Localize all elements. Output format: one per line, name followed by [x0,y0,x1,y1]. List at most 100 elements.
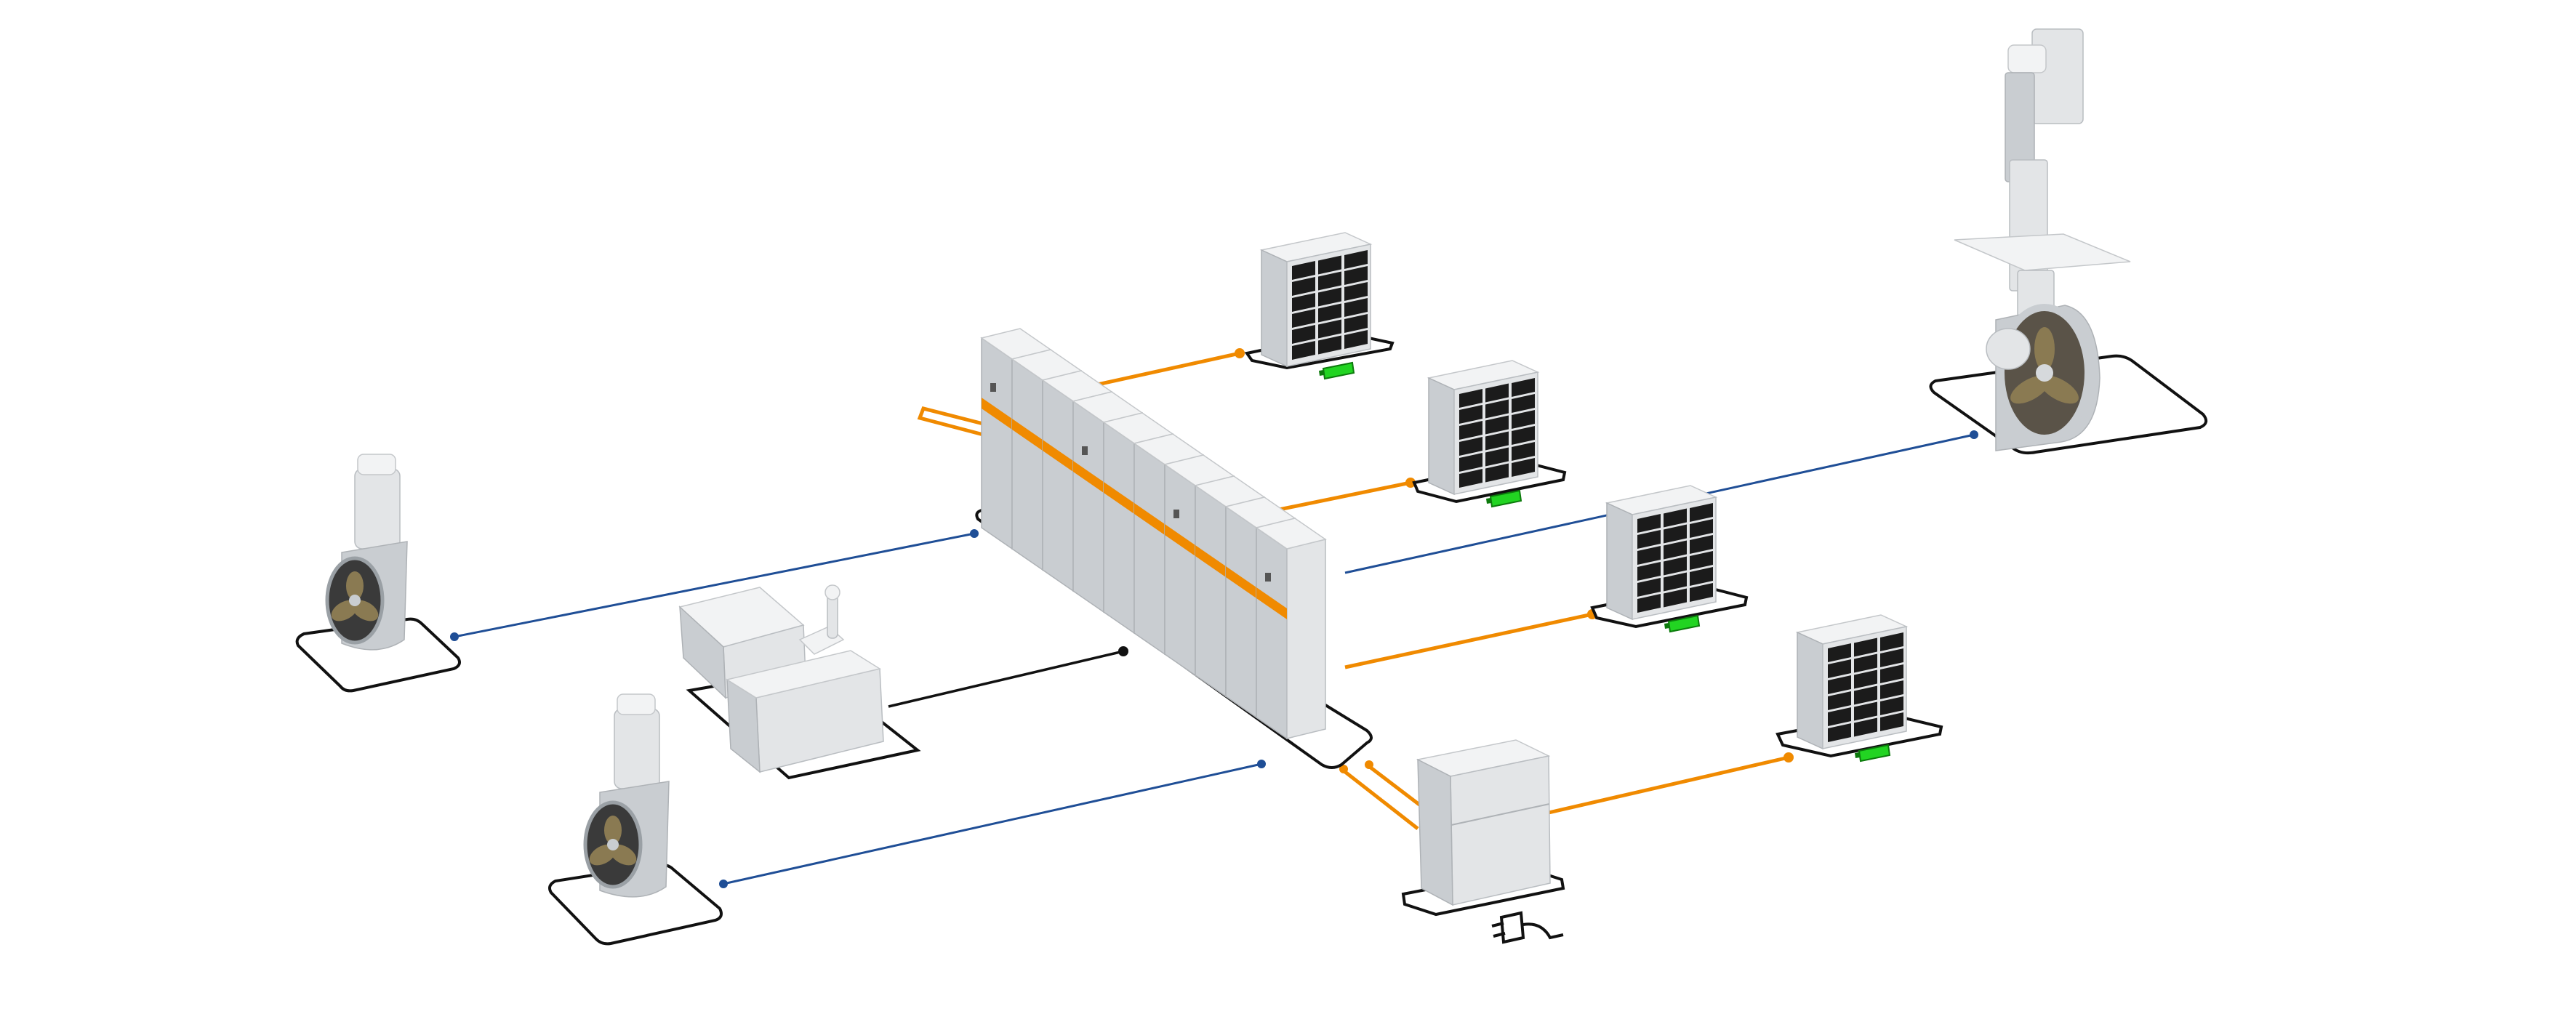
battery-cell [1637,514,1661,533]
thruster-pod [1986,328,2031,370]
battery-cell [1828,675,1851,694]
battery-cell [1664,556,1687,576]
pad-thruster-lower [548,863,723,946]
power-line-battery-1 [1094,351,1240,387]
battery-cell [1292,341,1315,360]
battery-cell [1459,437,1482,456]
cabinet-orange-band [1195,545,1226,577]
battery-cell [1880,664,1903,683]
battery-cell [1485,415,1509,435]
battery-cell [1854,717,1877,737]
battery-cell [1880,712,1903,731]
battery-cell [1880,680,1903,699]
cabinet-orange-band [1134,503,1165,535]
cabinet-orange-band [1012,419,1043,451]
thruster-motor-cap [357,454,396,475]
column-motor [2031,28,2084,124]
battery-charge-icon [1319,361,1355,380]
battery-cell [1459,389,1482,408]
battery-cell [1828,659,1851,678]
battery-cell [1664,572,1687,592]
bridge-console[interactable] [678,584,884,773]
console-desk-side [679,605,726,699]
cabinet-orange-band [982,398,1012,430]
battery-cell [1485,383,1509,403]
battery-cell [1828,643,1851,662]
connector-dot [719,880,728,888]
battery-cell [1690,583,1713,602]
switchboard-cabinet [1255,518,1327,740]
cabinet-side [1103,421,1135,635]
battery-rack-3[interactable] [1605,485,1718,633]
battery-cell [1637,530,1661,549]
console-base-top [726,650,881,699]
battery-cell [1318,271,1341,291]
cabinet-orange-band [1226,566,1256,598]
battery-cell [1512,394,1535,413]
battery-cell [1318,319,1341,339]
battery-cell [1854,701,1877,721]
battery-rack-side [1261,249,1288,368]
battery-cell [1880,632,1903,651]
battery-racks [1259,232,1909,763]
battery-rack-side [1428,377,1455,496]
thruster-upper[interactable] [325,454,408,651]
cabinet-side [1042,379,1074,592]
battery-cell [1318,287,1341,307]
battery-cell [1828,707,1851,726]
shore-charger[interactable] [1416,739,1564,944]
battery-cell [1690,503,1713,522]
battery-cell [1485,399,1509,419]
battery-cell [1828,691,1851,710]
battery-cell [1664,508,1687,528]
battery-cell [1459,405,1482,424]
cabinet-side [981,337,1013,550]
connector-dot [1970,430,1978,439]
battery-cell [1512,410,1535,429]
cabinet-orange-band [1073,461,1104,493]
cabinet-front [1286,539,1326,739]
battery-rack-4[interactable] [1795,614,1909,763]
charger-side [1417,758,1453,906]
cabinet-indicator [1082,446,1088,455]
battery-cell [1459,421,1482,440]
connector-dot [1118,646,1128,656]
column-top-cap [2007,44,2047,73]
battery-cell [1292,309,1315,328]
battery-cell [1292,325,1315,344]
battery-rack-side [1606,502,1633,621]
battery-cell [1459,453,1482,472]
joystick-knob [824,584,840,600]
power-line-battery-2 [1261,480,1411,515]
steerable-thruster[interactable] [1954,28,2131,451]
connector-dot [1365,760,1373,769]
propeller-icon [331,571,379,621]
thruster-lower[interactable] [583,693,670,898]
battery-charge-icon [1664,614,1701,633]
battery-cell [1637,578,1661,597]
battery-rack-2[interactable] [1427,360,1540,508]
mounting-plate [1954,233,2131,271]
battery-cell [1854,669,1877,689]
connector-dot [1339,765,1348,773]
shore-power-plug-icon [1491,911,1564,944]
battery-rack-side [1797,631,1823,750]
battery-rack-1[interactable] [1259,232,1373,380]
connections [450,348,1978,888]
connector-dot [1257,760,1266,768]
battery-cell [1344,330,1368,349]
signal-line-console [888,650,1124,708]
connector-dot [970,529,979,538]
battery-charge-icon [1486,489,1522,508]
battery-cell [1690,551,1713,570]
thruster-motor-cap [617,693,656,715]
battery-cell [1512,378,1535,397]
main-switchboard[interactable] [980,328,1327,740]
battery-cell [1292,261,1315,280]
power-line-switchboard-loop [917,406,990,438]
cabinet-orange-band [1104,482,1134,514]
battery-cell [1485,463,1509,483]
cabinet-orange-band [1165,524,1195,556]
battery-cell [1318,303,1341,323]
